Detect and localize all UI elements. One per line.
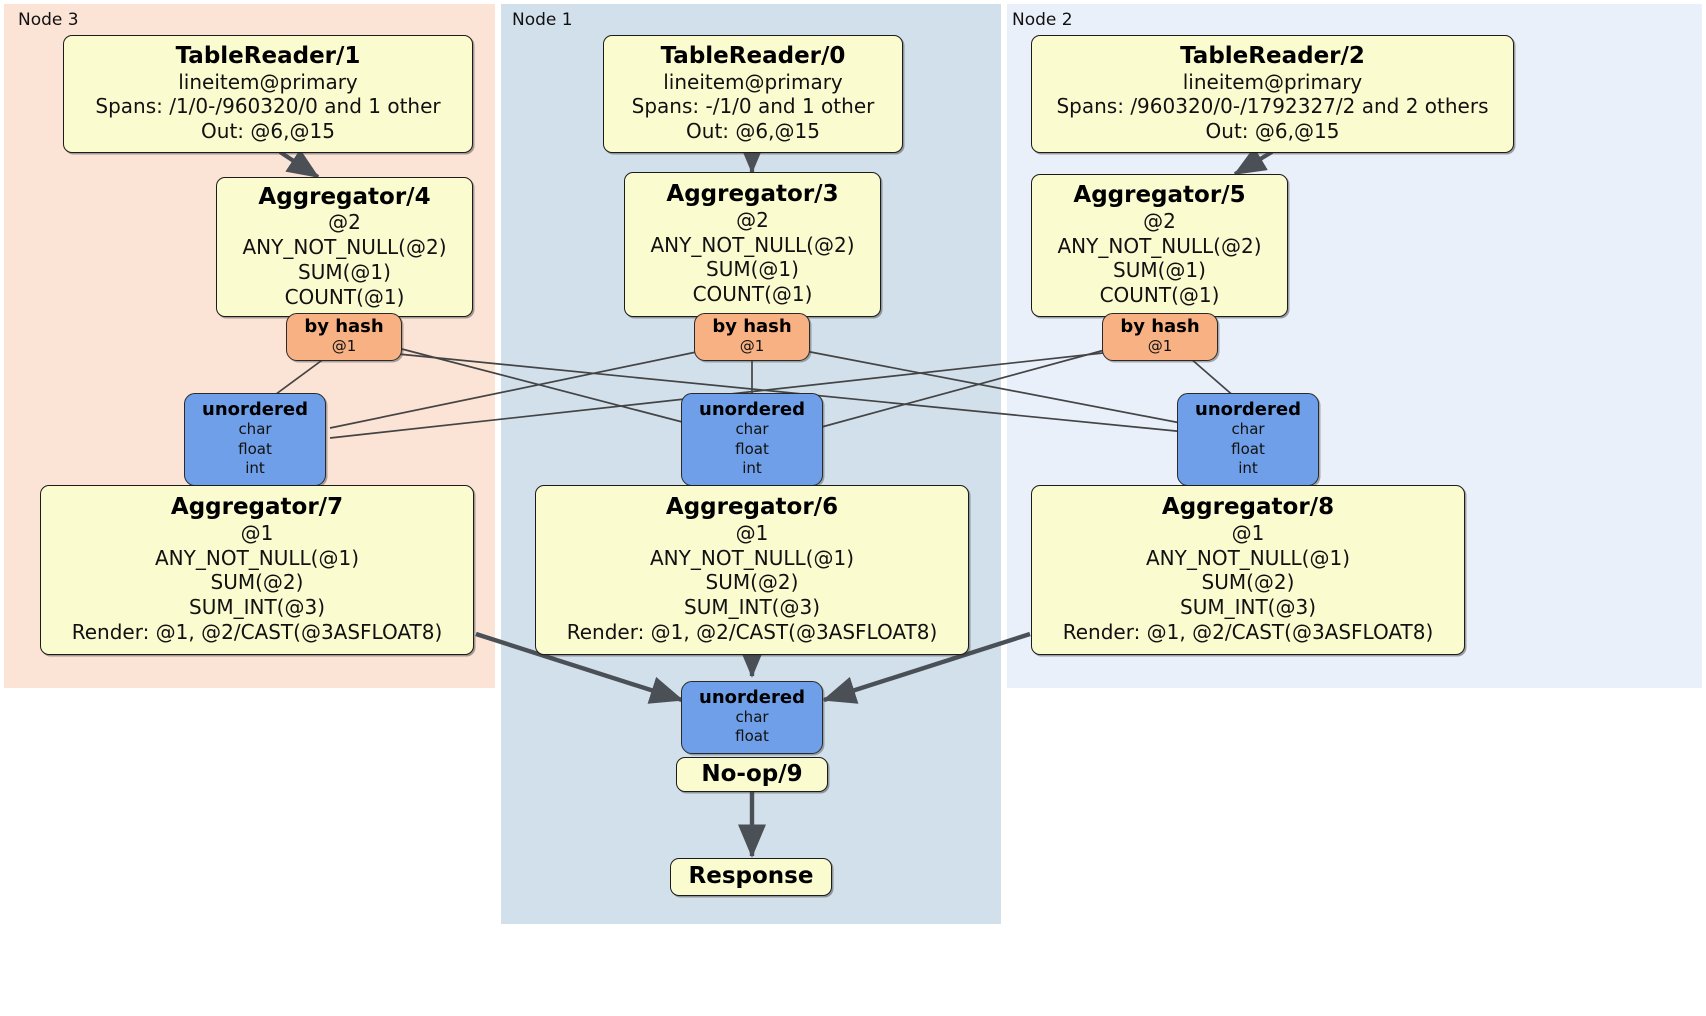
router-by-hash-node1[interactable]: by hash @1 <box>694 313 810 361</box>
node-title: Response <box>688 863 814 890</box>
router-line: char <box>238 420 272 439</box>
router-unordered-node3[interactable]: unordered char float int <box>184 393 326 486</box>
router-line: float <box>735 727 769 746</box>
node-line: ANY_NOT_NULL(@2) <box>242 235 447 260</box>
node-title: Aggregator/6 <box>665 494 839 521</box>
node-line: ANY_NOT_NULL(@2) <box>650 232 855 257</box>
panel-node3-label: Node 3 <box>18 10 79 30</box>
router-by-hash-node2[interactable]: by hash @1 <box>1102 313 1218 361</box>
router-line: char <box>1231 420 1265 439</box>
node-title: Aggregator/3 <box>666 181 839 208</box>
processor-tablereader-2[interactable]: TableReader/2 lineitem@primary Spans: /9… <box>1031 35 1514 153</box>
node-title: Aggregator/8 <box>1161 494 1335 521</box>
node-line: lineitem@primary <box>663 69 843 94</box>
node-line: Render: @1, @2/CAST(@3ASFLOAT8) <box>566 620 938 645</box>
node-title: TableReader/1 <box>175 42 361 69</box>
router-title: by hash <box>304 316 384 338</box>
node-title: Aggregator/5 <box>1073 182 1246 209</box>
node-line: Out: @6,@15 <box>686 119 820 144</box>
node-line: @1 <box>240 520 274 545</box>
node-title: No-op/9 <box>701 760 803 787</box>
node-line: lineitem@primary <box>1182 69 1363 94</box>
router-unordered-node2[interactable]: unordered char float int <box>1177 393 1319 486</box>
processor-response[interactable]: Response <box>670 858 832 896</box>
node-line: SUM_INT(@3) <box>684 595 820 620</box>
router-line: @1 <box>331 337 357 356</box>
processor-aggregator-3[interactable]: Aggregator/3 @2 ANY_NOT_NULL(@2) SUM(@1)… <box>624 172 881 317</box>
processor-aggregator-7[interactable]: Aggregator/7 @1 ANY_NOT_NULL(@1) SUM(@2)… <box>40 485 474 655</box>
processor-aggregator-6[interactable]: Aggregator/6 @1 ANY_NOT_NULL(@1) SUM(@2)… <box>535 485 969 655</box>
router-title: by hash <box>712 316 792 338</box>
router-title: unordered <box>1195 399 1301 421</box>
router-title: by hash <box>1120 316 1200 338</box>
node-line: Spans: -/1/0 and 1 other <box>631 94 875 119</box>
node-line: Out: @6,@15 <box>1205 119 1340 144</box>
router-line: char <box>735 707 769 726</box>
router-line: @1 <box>739 337 765 356</box>
node-title: TableReader/2 <box>1180 42 1365 69</box>
node-title: Aggregator/4 <box>258 183 431 210</box>
node-line: @1 <box>1231 520 1265 545</box>
node-line: SUM(@2) <box>705 570 799 595</box>
node-line: @2 <box>328 210 361 235</box>
processor-aggregator-8[interactable]: Aggregator/8 @1 ANY_NOT_NULL(@1) SUM(@2)… <box>1031 485 1465 655</box>
processor-aggregator-4[interactable]: Aggregator/4 @2 ANY_NOT_NULL(@2) SUM(@1)… <box>216 177 473 317</box>
panel-node1-label: Node 1 <box>512 10 573 30</box>
node-line: SUM(@1) <box>706 257 799 282</box>
router-unordered-node1[interactable]: unordered char float int <box>681 393 823 486</box>
router-line: int <box>245 459 265 478</box>
node-line: @1 <box>735 520 769 545</box>
router-title: unordered <box>699 399 805 421</box>
node-line: @2 <box>736 207 769 232</box>
node-line: Render: @1, @2/CAST(@3ASFLOAT8) <box>1062 620 1434 645</box>
node-line: ANY_NOT_NULL(@2) <box>1057 233 1262 258</box>
node-line: SUM_INT(@3) <box>189 595 325 620</box>
router-by-hash-node3[interactable]: by hash @1 <box>286 313 402 361</box>
node-line: COUNT(@1) <box>284 284 405 309</box>
router-line: @1 <box>1147 337 1173 356</box>
node-line: SUM(@2) <box>1201 570 1295 595</box>
node-line: Spans: /1/0-/960320/0 and 1 other <box>95 94 441 119</box>
node-line: lineitem@primary <box>178 69 358 94</box>
router-line: int <box>1238 459 1258 478</box>
node-line: SUM_INT(@3) <box>1180 595 1316 620</box>
router-title: unordered <box>699 687 805 709</box>
node-line: @2 <box>1143 208 1176 233</box>
node-line: ANY_NOT_NULL(@1) <box>650 545 854 570</box>
router-line: char <box>735 420 769 439</box>
node-title: TableReader/0 <box>660 42 846 69</box>
node-line: SUM(@2) <box>210 570 304 595</box>
node-title: Aggregator/7 <box>170 494 344 521</box>
router-title: unordered <box>202 399 308 421</box>
node-line: Spans: /960320/0-/1792327/2 and 2 others <box>1056 94 1489 119</box>
node-line: SUM(@1) <box>298 259 391 284</box>
node-line: Out: @6,@15 <box>201 119 335 144</box>
router-line: float <box>735 439 769 458</box>
node-line: ANY_NOT_NULL(@1) <box>1146 545 1350 570</box>
router-line: float <box>238 439 272 458</box>
processor-no-op-9[interactable]: No-op/9 <box>676 757 828 792</box>
router-line: int <box>742 459 762 478</box>
processor-tablereader-0[interactable]: TableReader/0 lineitem@primary Spans: -/… <box>603 35 903 153</box>
processor-tablereader-1[interactable]: TableReader/1 lineitem@primary Spans: /1… <box>63 35 473 153</box>
node-line: Render: @1, @2/CAST(@3ASFLOAT8) <box>71 620 443 645</box>
router-line: float <box>1231 439 1265 458</box>
node-line: COUNT(@1) <box>692 282 813 307</box>
panel-node2-label: Node 2 <box>1012 10 1073 30</box>
processor-aggregator-5[interactable]: Aggregator/5 @2 ANY_NOT_NULL(@2) SUM(@1)… <box>1031 174 1288 317</box>
node-line: COUNT(@1) <box>1099 283 1220 308</box>
node-line: SUM(@1) <box>1113 258 1206 283</box>
node-line: ANY_NOT_NULL(@1) <box>155 545 359 570</box>
router-unordered-final[interactable]: unordered char float <box>681 681 823 754</box>
